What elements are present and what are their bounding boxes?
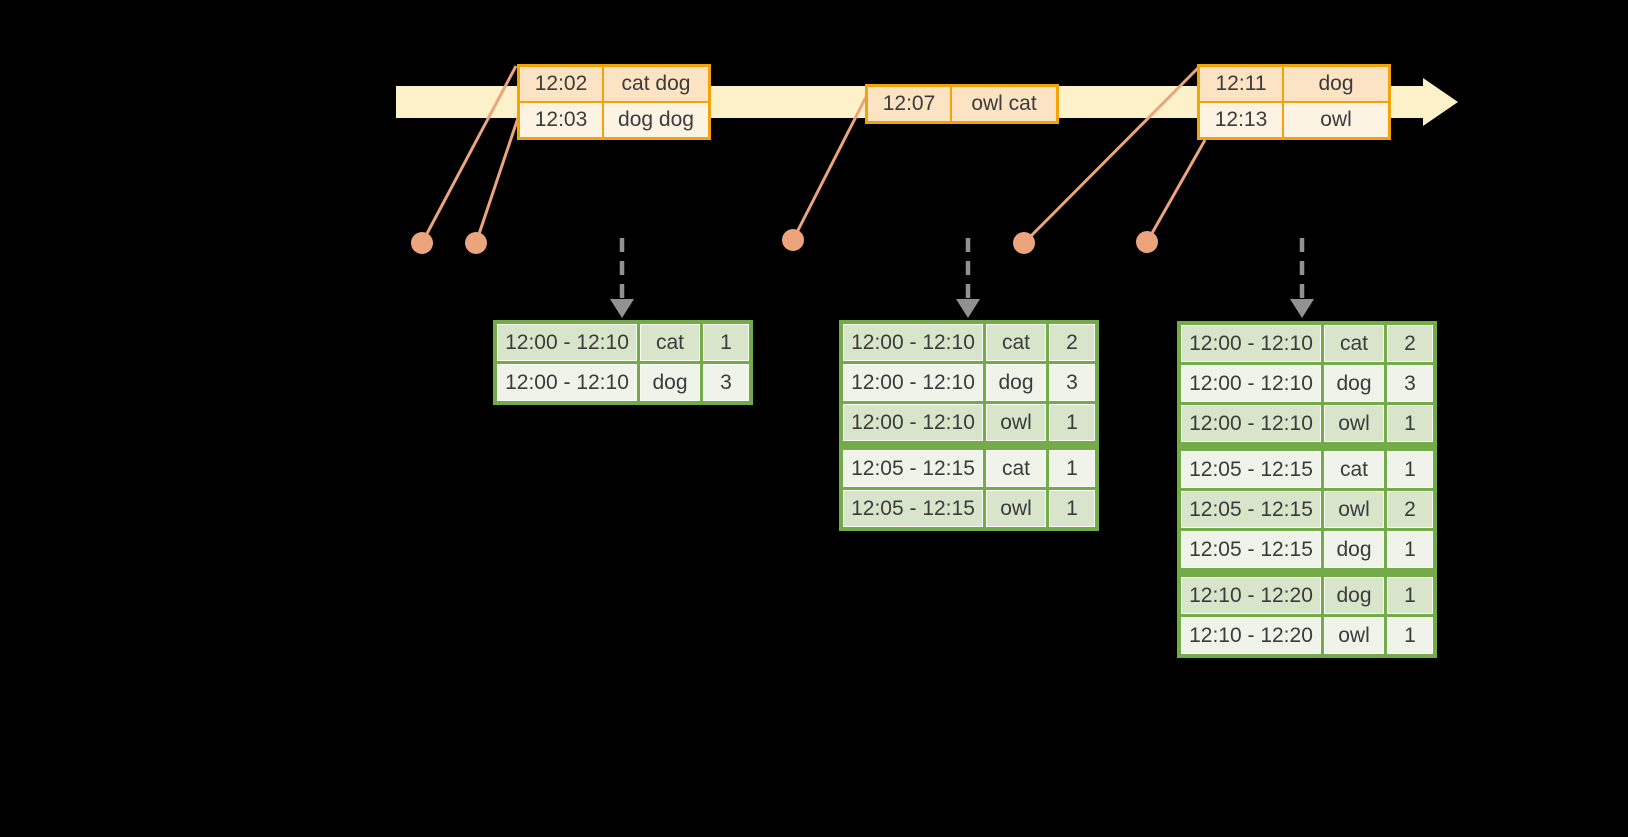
count-cell: 3 (1049, 364, 1095, 401)
count-cell: 2 (1387, 325, 1433, 362)
count-cell: 3 (703, 364, 749, 401)
window-cell: 12:00 - 12:10 (497, 324, 637, 361)
connector-line (474, 102, 525, 244)
word-cell: owl (1324, 617, 1384, 654)
event-dot (1136, 231, 1158, 253)
word-cell: dog (1324, 365, 1384, 402)
window-cell: 12:05 - 12:15 (843, 490, 983, 527)
count-cell: 1 (1049, 490, 1095, 527)
word-cell: owl (1324, 405, 1384, 442)
count-cell: 2 (1049, 324, 1095, 361)
connector-line (1145, 139, 1207, 243)
word-cell: dog (986, 364, 1046, 401)
word-cell: cat (1324, 451, 1384, 488)
event-dot (465, 232, 487, 254)
count-cell: 1 (1387, 531, 1433, 568)
trigger-arrowhead-icon (610, 299, 634, 318)
trigger-arrowhead-icon (1290, 299, 1314, 318)
words-cell: owl (1284, 103, 1388, 137)
window-cell: 12:00 - 12:10 (1181, 365, 1321, 402)
window-cell: 12:05 - 12:15 (843, 450, 983, 487)
words-cell: dog dog (604, 103, 708, 137)
connector-line (791, 96, 868, 241)
time-cell: 12:02 (520, 67, 602, 101)
window-cell: 12:00 - 12:10 (497, 364, 637, 401)
words-cell: dog (1284, 67, 1388, 101)
count-cell: 1 (703, 324, 749, 361)
trigger-arrowhead-icon (956, 299, 980, 318)
count-cell: 1 (1387, 617, 1433, 654)
word-cell: owl (986, 490, 1046, 527)
window-cell: 12:10 - 12:20 (1181, 577, 1321, 614)
window-cell: 12:00 - 12:10 (843, 404, 983, 441)
time-cell: 12:03 (520, 103, 602, 137)
time-cell: 12:07 (868, 87, 950, 121)
count-cell: 3 (1387, 365, 1433, 402)
window-cell: 12:05 - 12:15 (1181, 531, 1321, 568)
words-cell: cat dog (604, 67, 708, 101)
word-cell: cat (1324, 325, 1384, 362)
event-dot (411, 232, 433, 254)
window-cell: 12:10 - 12:20 (1181, 617, 1321, 654)
word-cell: cat (986, 324, 1046, 361)
word-cell: owl (986, 404, 1046, 441)
window-cell: 12:00 - 12:10 (1181, 325, 1321, 362)
word-cell: dog (640, 364, 700, 401)
trigger-arrows (610, 238, 1314, 318)
count-cell: 1 (1387, 577, 1433, 614)
word-cell: dog (1324, 577, 1384, 614)
count-cell: 1 (1387, 451, 1433, 488)
count-cell: 1 (1049, 404, 1095, 441)
window-cell: 12:00 - 12:10 (1181, 405, 1321, 442)
event-dots (411, 229, 1158, 254)
time-cell: 12:13 (1200, 103, 1282, 137)
event-dot (782, 229, 804, 251)
word-cell: cat (986, 450, 1046, 487)
words-cell: owl cat (952, 87, 1056, 121)
count-cell: 1 (1387, 405, 1433, 442)
count-cell: 2 (1387, 491, 1433, 528)
timeline-arrowhead-icon (1423, 78, 1458, 126)
window-cell: 12:00 - 12:10 (843, 364, 983, 401)
count-cell: 1 (1049, 450, 1095, 487)
window-cell: 12:05 - 12:15 (1181, 491, 1321, 528)
word-cell: owl (1324, 491, 1384, 528)
event-dot (1013, 232, 1035, 254)
word-cell: dog (1324, 531, 1384, 568)
word-cell: cat (640, 324, 700, 361)
window-cell: 12:00 - 12:10 (843, 324, 983, 361)
window-cell: 12:05 - 12:15 (1181, 451, 1321, 488)
time-cell: 12:11 (1200, 67, 1282, 101)
